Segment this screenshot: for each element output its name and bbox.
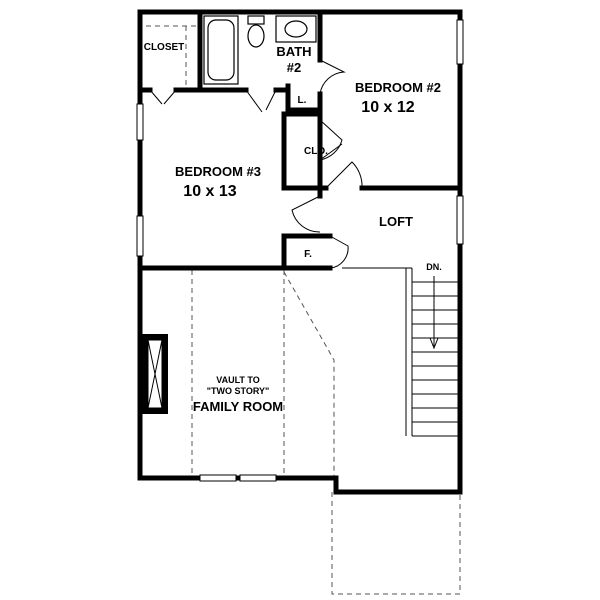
stair-down-label: DN. <box>426 262 442 272</box>
clo-label: CLO. <box>304 146 328 157</box>
bedroom2-size: 10 x 12 <box>361 99 414 116</box>
room-labels: CLOSET BATH #2 L. BEDROOM #2 10 x 12 CLO… <box>144 42 442 414</box>
windows <box>136 19 464 482</box>
toilet-bowl <box>247 24 265 48</box>
bedroom2-name: BEDROOM #2 <box>355 80 441 95</box>
vault-label-line2: "TWO STORY" <box>207 386 270 396</box>
fireplace <box>142 334 168 414</box>
loft-label: LOFT <box>379 214 413 229</box>
bath-number-label: #2 <box>287 60 301 75</box>
closet-label: CLOSET <box>144 42 185 53</box>
bath-label: BATH <box>276 44 311 59</box>
toilet-tank <box>247 15 265 25</box>
dashed-guides <box>146 25 461 595</box>
stairs <box>342 267 458 437</box>
family-room-label: FAMILY ROOM <box>193 399 283 414</box>
furnace-label: F. <box>304 249 312 260</box>
sink <box>284 20 308 38</box>
bedroom3-size: 10 x 13 <box>183 183 236 200</box>
linen-label: L. <box>298 95 307 106</box>
bedroom3-name: BEDROOM #3 <box>175 164 261 179</box>
vault-label-line1: VAULT TO <box>216 375 260 385</box>
doors <box>149 59 363 269</box>
bathroom-fixtures <box>203 15 317 85</box>
walls <box>137 9 463 495</box>
